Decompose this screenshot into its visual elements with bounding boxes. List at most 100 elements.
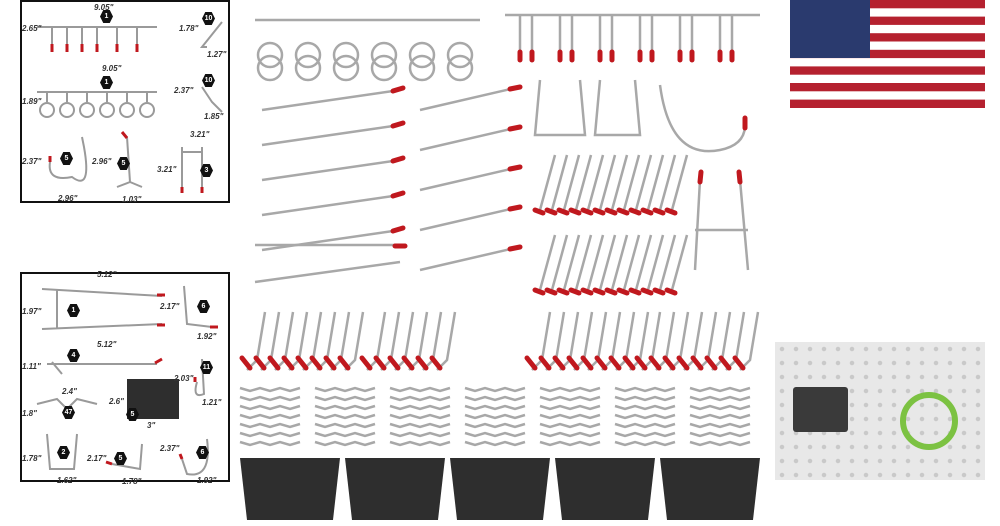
ring: [446, 41, 474, 69]
dim-label: 2.17": [87, 454, 107, 463]
red-tip: [664, 287, 678, 296]
red-tip: [337, 355, 351, 371]
pegboard-clip: [314, 404, 376, 411]
red-tip: [697, 169, 704, 185]
pegboard-clip: [389, 404, 451, 411]
pegboard-clip: [389, 422, 451, 429]
ring: [256, 41, 284, 69]
ring: [408, 54, 436, 82]
hook: [562, 234, 581, 291]
red-tip: [718, 355, 732, 371]
ring: [294, 54, 322, 82]
pegboard-clip: [464, 431, 526, 438]
pegboard-clip: [389, 413, 451, 420]
dim-label: 5.12": [97, 270, 117, 279]
hook: [419, 86, 516, 112]
ring: [332, 41, 360, 69]
red-tip: [538, 355, 552, 371]
hook: [670, 234, 689, 291]
hook: [261, 193, 401, 217]
dim-label: 2.37": [160, 444, 180, 453]
quantity-badge: 5: [60, 152, 73, 165]
red-tip: [592, 287, 606, 296]
red-tip: [532, 287, 546, 296]
red-tip: [580, 287, 594, 296]
hook: [634, 234, 653, 291]
hook: [261, 158, 401, 182]
storage-basket: [450, 458, 550, 520]
quantity-badge: 4: [67, 349, 80, 362]
red-tip: [239, 355, 253, 371]
hook: [419, 206, 516, 232]
quantity-badge: 10: [202, 12, 215, 25]
red-tip: [556, 287, 570, 296]
dim-label: 9.05": [92, 3, 116, 13]
pegboard-clip: [464, 422, 526, 429]
red-tip: [736, 169, 743, 185]
dim-label: 1.21": [202, 398, 222, 407]
pegboard-clip: [464, 386, 526, 393]
ring: [408, 41, 436, 69]
pegboard-clip: [389, 395, 451, 402]
red-tip: [309, 355, 323, 371]
hook: [574, 154, 593, 211]
pegboard-clip: [614, 386, 676, 393]
ring: [370, 41, 398, 69]
hook: [550, 234, 569, 291]
pegboard-clip: [389, 440, 451, 447]
red-tip: [608, 355, 622, 371]
pegboard-clip: [614, 413, 676, 420]
hook: [598, 154, 617, 211]
red-tip: [556, 207, 570, 216]
hook: [646, 234, 665, 291]
pegboard-demo-image: [775, 342, 985, 480]
hook: [586, 234, 605, 291]
red-tip: [568, 207, 582, 216]
dim-label: 2.4": [62, 387, 77, 396]
red-tip: [415, 355, 429, 371]
dim-label: 1.27": [207, 50, 227, 59]
pegboard-clip: [389, 386, 451, 393]
us-flag-icon: [790, 0, 985, 108]
dimension-panel-bottom: 5.12" 1.97" 2.17" 1.92" 5.12" 1.11" 2.03…: [20, 270, 230, 486]
red-tip: [507, 244, 523, 252]
hook: [658, 234, 677, 291]
hook: [419, 126, 516, 152]
pegboard-clip: [314, 413, 376, 420]
hook: [610, 154, 629, 211]
hook-diagrams-top: [37, 21, 223, 193]
red-tip: [652, 287, 666, 296]
red-tip: [580, 207, 594, 216]
red-tip: [566, 355, 580, 371]
dim-label: 2.37": [22, 157, 42, 166]
quantity-badge: 6: [196, 446, 209, 459]
quantity-badge: 11: [200, 361, 213, 374]
pegboard-clip: [539, 386, 601, 393]
wire-coil: [900, 392, 958, 450]
hook: [538, 234, 557, 291]
hook: [538, 154, 557, 211]
pegboard-clip: [464, 404, 526, 411]
hook: [419, 246, 516, 272]
red-tip: [616, 287, 630, 296]
dim-label: 3": [147, 421, 156, 430]
quantity-badge: 10: [202, 74, 215, 87]
red-tip: [664, 207, 678, 216]
hook: [658, 154, 677, 211]
hook: [622, 154, 641, 211]
red-tip: [676, 355, 690, 371]
hook: [646, 154, 665, 211]
red-tip: [652, 207, 666, 216]
pegboard-clip: [239, 422, 301, 429]
dim-label: 2.37": [174, 86, 194, 95]
hook: [261, 88, 401, 112]
dim-label: 2.6": [109, 397, 124, 406]
hook: [261, 228, 401, 252]
dim-label: 1.03": [122, 195, 142, 204]
quantity-badge: 5: [117, 157, 130, 170]
dim-label: 9.05": [102, 64, 122, 73]
dim-label: 2.65": [22, 24, 42, 33]
red-tip: [373, 355, 387, 371]
dim-label: 1.62": [57, 476, 77, 485]
